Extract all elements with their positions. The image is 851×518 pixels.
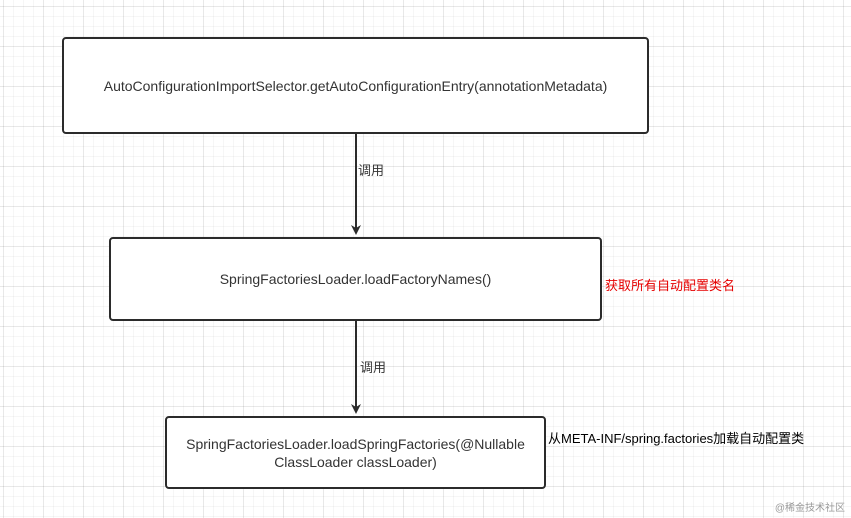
node-label: AutoConfigurationImportSelector.getAutoC… — [103, 77, 608, 94]
node-auto-config-import-selector[interactable]: AutoConfigurationImportSelector.getAutoC… — [62, 37, 649, 134]
node-label: SpringFactoriesLoader.loadSpringFactorie… — [186, 435, 525, 470]
annotation-get-config-class-names: 获取所有自动配置类名 — [605, 278, 736, 293]
node-load-spring-factories[interactable]: SpringFactoriesLoader.loadSpringFactorie… — [165, 416, 546, 489]
edge-label-call-2: 调用 — [360, 360, 387, 375]
watermark: @稀金技术社区 — [774, 503, 845, 514]
annotation-load-from-spring-factories: 从META-INF/spring.factories加载自动配置类 — [548, 431, 805, 446]
edge-label-call-1: 调用 — [358, 163, 385, 178]
node-label: SpringFactoriesLoader.loadFactoryNames() — [219, 271, 492, 287]
node-load-factory-names[interactable]: SpringFactoriesLoader.loadFactoryNames() — [109, 237, 602, 321]
